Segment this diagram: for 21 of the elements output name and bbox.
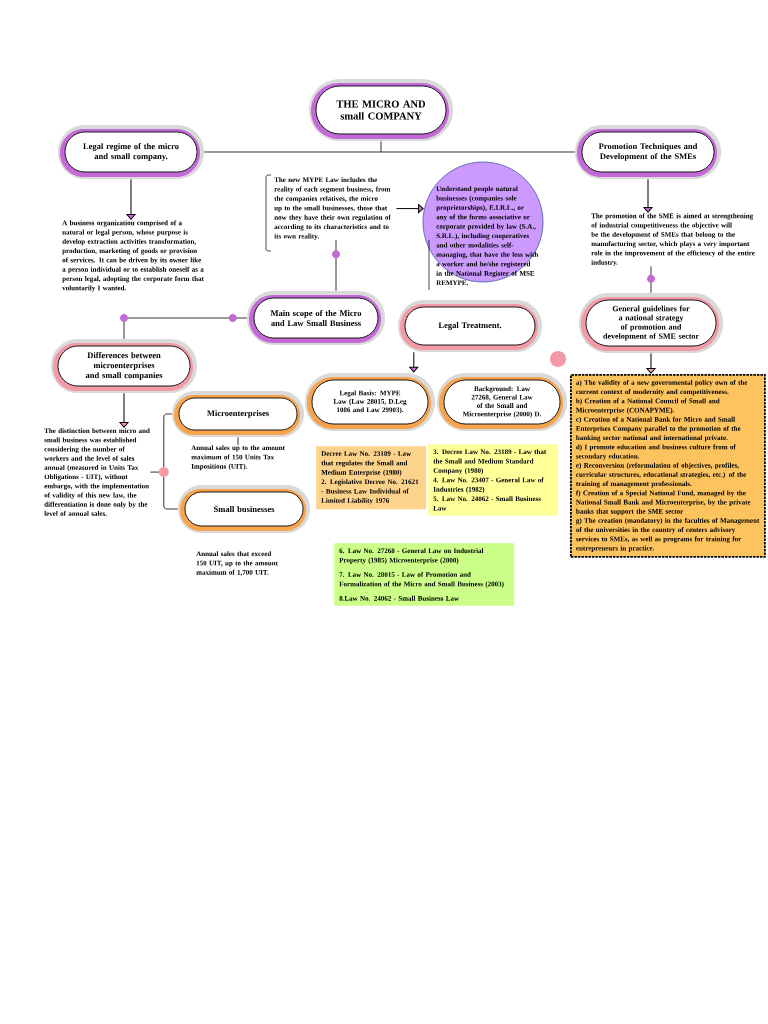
arrow	[646, 352, 656, 374]
connector-line	[120, 314, 248, 340]
arrow	[126, 178, 136, 220]
arrow	[643, 178, 653, 213]
topic-pill: Microenterprises	[172, 391, 304, 437]
topic-pill: General guidelines for a national strategy of promotion and development of SME sector	[579, 293, 723, 353]
connector-line	[647, 265, 655, 294]
topic-pill: Legal Treatment.	[398, 300, 542, 352]
title-pill: THE MICRO AND small COMPANY	[309, 79, 453, 141]
connector-line	[150, 413, 179, 510]
connector-line	[332, 239, 340, 292]
topic-pill: Promotion Techniques and Development of the SMEs	[575, 125, 721, 179]
topic-pill: Main scope of the Micro and Law Small Business	[247, 291, 385, 345]
arrow	[409, 351, 419, 373]
arrow	[395, 204, 424, 214]
topic-pill: Differences between microenterprises and small companies	[51, 339, 197, 393]
topic-pill: Small businesses	[178, 485, 310, 533]
connector-line	[203, 140, 576, 153]
connector-line	[237, 436, 239, 446]
topic-pill: Legal regime of the micro and small company.	[58, 125, 204, 179]
arrow	[119, 392, 129, 428]
